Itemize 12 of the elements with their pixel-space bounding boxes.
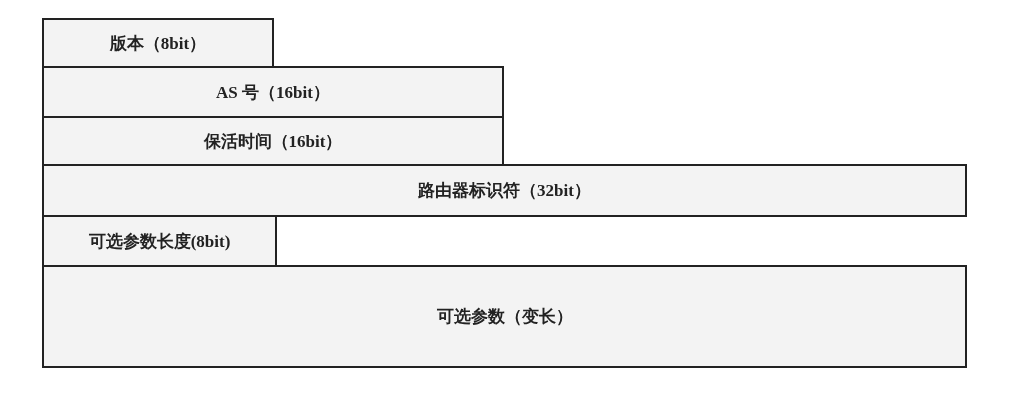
field-label: 可选参数长度(8bit) — [88, 230, 231, 253]
field-label: 版本（8bit） — [109, 32, 207, 55]
header-field — [42, 215, 277, 267]
header-field — [42, 265, 967, 368]
field-label: 路由器标识符（32bit） — [418, 180, 591, 202]
header-field — [42, 164, 967, 217]
header-field — [42, 66, 504, 118]
header-field — [42, 116, 504, 166]
header-field — [42, 18, 274, 68]
field-label: AS 号（16bit） — [216, 81, 330, 104]
field-label: 可选参数（变长） — [436, 306, 573, 328]
field-label: 保活时间（16bit） — [203, 130, 343, 153]
